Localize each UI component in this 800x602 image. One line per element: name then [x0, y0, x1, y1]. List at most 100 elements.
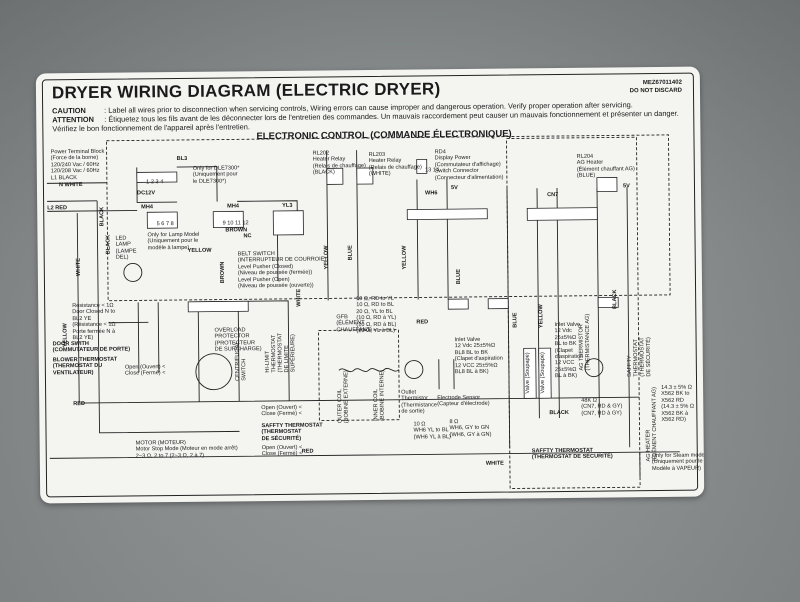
valve-a-symbol [523, 347, 537, 399]
white-wire-label: WHITE [485, 460, 504, 467]
blower-state: Open (Ouvert) < Close (Fermé) < [124, 364, 166, 377]
mh4-right-cells: 9 10 11 12 [222, 220, 249, 227]
control-leads [506, 187, 631, 449]
mh4-left-block [146, 211, 178, 229]
red-wire-label-3: RED [416, 319, 429, 326]
yellow-wire-label-5: YELLOW [538, 304, 545, 329]
safety-thermostat-1-state: Open (Ouvert) < Close (Fermé) < [261, 444, 303, 458]
black-wire-label: BLACK [99, 206, 106, 227]
yl3-label: YL3 [282, 202, 293, 209]
led-lamp-label: LED LAMP (LAMPE DEL) [115, 235, 137, 261]
rl202-label: RL202 Heater Relay (Relais de chauffage)… [312, 150, 366, 176]
rl203-block [356, 167, 374, 185]
outlet-thermistor-symbol [404, 360, 424, 379]
control-boundary [106, 134, 671, 302]
ag-thermistor-value: 48K Ω (CN7, RD & GY) (CN7, RD à GY) [581, 397, 623, 417]
white-wire-label-3: WHITE [296, 288, 303, 307]
hi-limit-label: HI-LIMIT THERMOSTAT (THERMOSTAT DE LIMIT… [264, 332, 297, 373]
wh6-5v-label: 5V [450, 185, 458, 192]
electrode-sensor-label: Electrode Sensor (Capteur d'électrode) [437, 394, 490, 408]
outer-coil-label: OUTER COIL (BOBINE EXTERNE) [337, 370, 350, 424]
mh4-cells: 5 6 7 8 [156, 221, 174, 228]
outer-coil-symbol [338, 368, 370, 373]
wiring-diagram-label: DRYER WIRING DIAGRAM (ELECTRIC DRYER) ME… [35, 66, 705, 504]
rd4-block [416, 158, 428, 174]
cn7-lower-block [487, 298, 509, 310]
bus-white [49, 451, 680, 478]
yellow-wire-label-2: YELLOW [323, 245, 330, 270]
safety-thermostat-1: SAFFTY THERMOSTAT (THERMOSTAT DE SÉCURIT… [261, 422, 323, 442]
rl204-5v-label: 5V [622, 183, 630, 190]
cn7-label: CN7 [547, 192, 559, 199]
bus-l1 [46, 182, 640, 404]
brown-wire-label-2: BROWN [219, 261, 226, 284]
hi-limit-state: Open (Ouvert) < Close (Fermé) < [261, 404, 302, 418]
blue-wire-label: BLUE [347, 245, 354, 261]
safety-thermostat-2: SAFFTY THERMOSTAT (THERMOSTAT DE SÉCURIT… [626, 337, 653, 377]
motor-label: MOTOR (MOTEUR) Motor Stop Mode (Moteur e… [135, 439, 238, 460]
nc-label: NC [243, 233, 252, 240]
wh6-label: WH6 [425, 190, 438, 197]
safety-thermostat-3: SAFFTY THERMOSTAT (THERMOSTAT DE SÉCURIT… [531, 447, 613, 461]
belt-switch-label: BELT SWITCH (INTERRUPTEUR DE COURROIE) L… [237, 250, 327, 290]
black-wire-label-4: BLACK [612, 289, 619, 310]
heater-boundary [318, 329, 400, 421]
bl3-cells: 1 2 3 4 [146, 179, 164, 186]
rd4-cells: 13 14 [424, 167, 440, 174]
valve-b-label: Valve (Soupape) [539, 352, 547, 394]
led-lamp-symbol [123, 263, 143, 282]
electrode-sensor-value: 8 Ω WH6, GY to GN (WH6, GY à GN) [449, 419, 492, 438]
wh6-lower-block [447, 298, 469, 310]
coil-resistance: 10 Ω, RD to YL 10 Ω, RD to BL 20 Ω, YL t… [356, 295, 397, 335]
ag-thermistor-symbol [584, 358, 604, 378]
dle-note: Only for DLE7300* (Uniquement pour le DL… [192, 165, 240, 185]
ag-thermistor-label: AG THERMISTOR (THERMISTANCE AG) [578, 313, 592, 371]
bl3-block [136, 171, 178, 183]
black-wire-label-2: BLACK [105, 234, 112, 255]
yellow-wire-label-4: YELLOW [62, 323, 69, 348]
ag-lower-block [597, 296, 619, 309]
mh4-label-left: MH4 [141, 204, 154, 211]
bl3-label: BL3 [176, 155, 188, 163]
rd4-label: RD4 Display Power (Commutateur d'afficha… [434, 149, 504, 181]
electrode-symbol [438, 359, 455, 390]
wh6-block [406, 208, 488, 221]
inner-coil-symbol [368, 367, 400, 372]
red-wire-label: RED [73, 400, 86, 408]
outlet-thermistor-value: 10 Ω WH6 YL to BL (WH6 YL à BL) [413, 421, 451, 441]
relay-leads [326, 150, 449, 301]
blue-wire-label-3: BLUE [512, 312, 519, 328]
red-wire-label-2: RED [301, 448, 314, 455]
rl204-block [596, 177, 618, 193]
blue-wire-label-2: BLUE [455, 269, 462, 285]
blower-thermostat-label: BLOWER THERMOSTAT (THERMOSTAT DU VENTILA… [52, 356, 118, 377]
power-terminal-label: Power Terminal Block (Force de la borne)… [50, 148, 105, 181]
yl3-block [272, 210, 304, 236]
bus-red [96, 200, 240, 434]
mh4-label-right: MH4 [227, 203, 240, 210]
door-leads [108, 302, 160, 373]
steam-model-note: Only for Steam model (Uniquement pour le… [651, 452, 705, 472]
inner-coil-label: INNER COIL (BOBINE INTERNE) [373, 369, 386, 421]
rl203-label: RL203 Heater Relay (Relais de chauffage)… [368, 151, 422, 178]
rl202-block [326, 167, 344, 185]
l2-red-label: L2 RED [47, 205, 68, 212]
steam-boundary [506, 136, 641, 489]
valve-b-symbol [538, 347, 552, 399]
door-resistance: Resistance < 1Ω Door Closed N to BL2 YE … [72, 302, 116, 342]
motor-block [187, 300, 249, 313]
ag-heater-resistance: 14.3 ± 5% Ω X562 BK to X562 RD (14.3 ± 5… [661, 384, 695, 423]
motor-symbol [195, 353, 233, 391]
valve-a-label: Valve (Soupape) [524, 352, 532, 394]
ag-heater-label: AG HEATER (ÉLÉMENT CHAUFFANT AG) [645, 386, 659, 462]
white-wire-label-2: WHITE [75, 258, 82, 277]
yellow-wire-label: YELLOW [187, 247, 212, 254]
outlet-thermistor-label: Outlet Thermistor (Thermistance de sorti… [401, 389, 438, 415]
mh4-right-block [212, 210, 244, 229]
black-wire-label-3: BLACK [549, 409, 569, 417]
centrifugal-label: CENTRIFUGAL SWITCH [234, 341, 248, 381]
yellow-wire-label-3: YELLOW [401, 245, 408, 270]
inlet-valve-label: Inlet Valve 12 Vdc 25±5%Ω BL8 BL to BK (… [454, 336, 503, 376]
cn7-block [526, 207, 598, 221]
n-white-label: N WHITE [58, 182, 83, 189]
